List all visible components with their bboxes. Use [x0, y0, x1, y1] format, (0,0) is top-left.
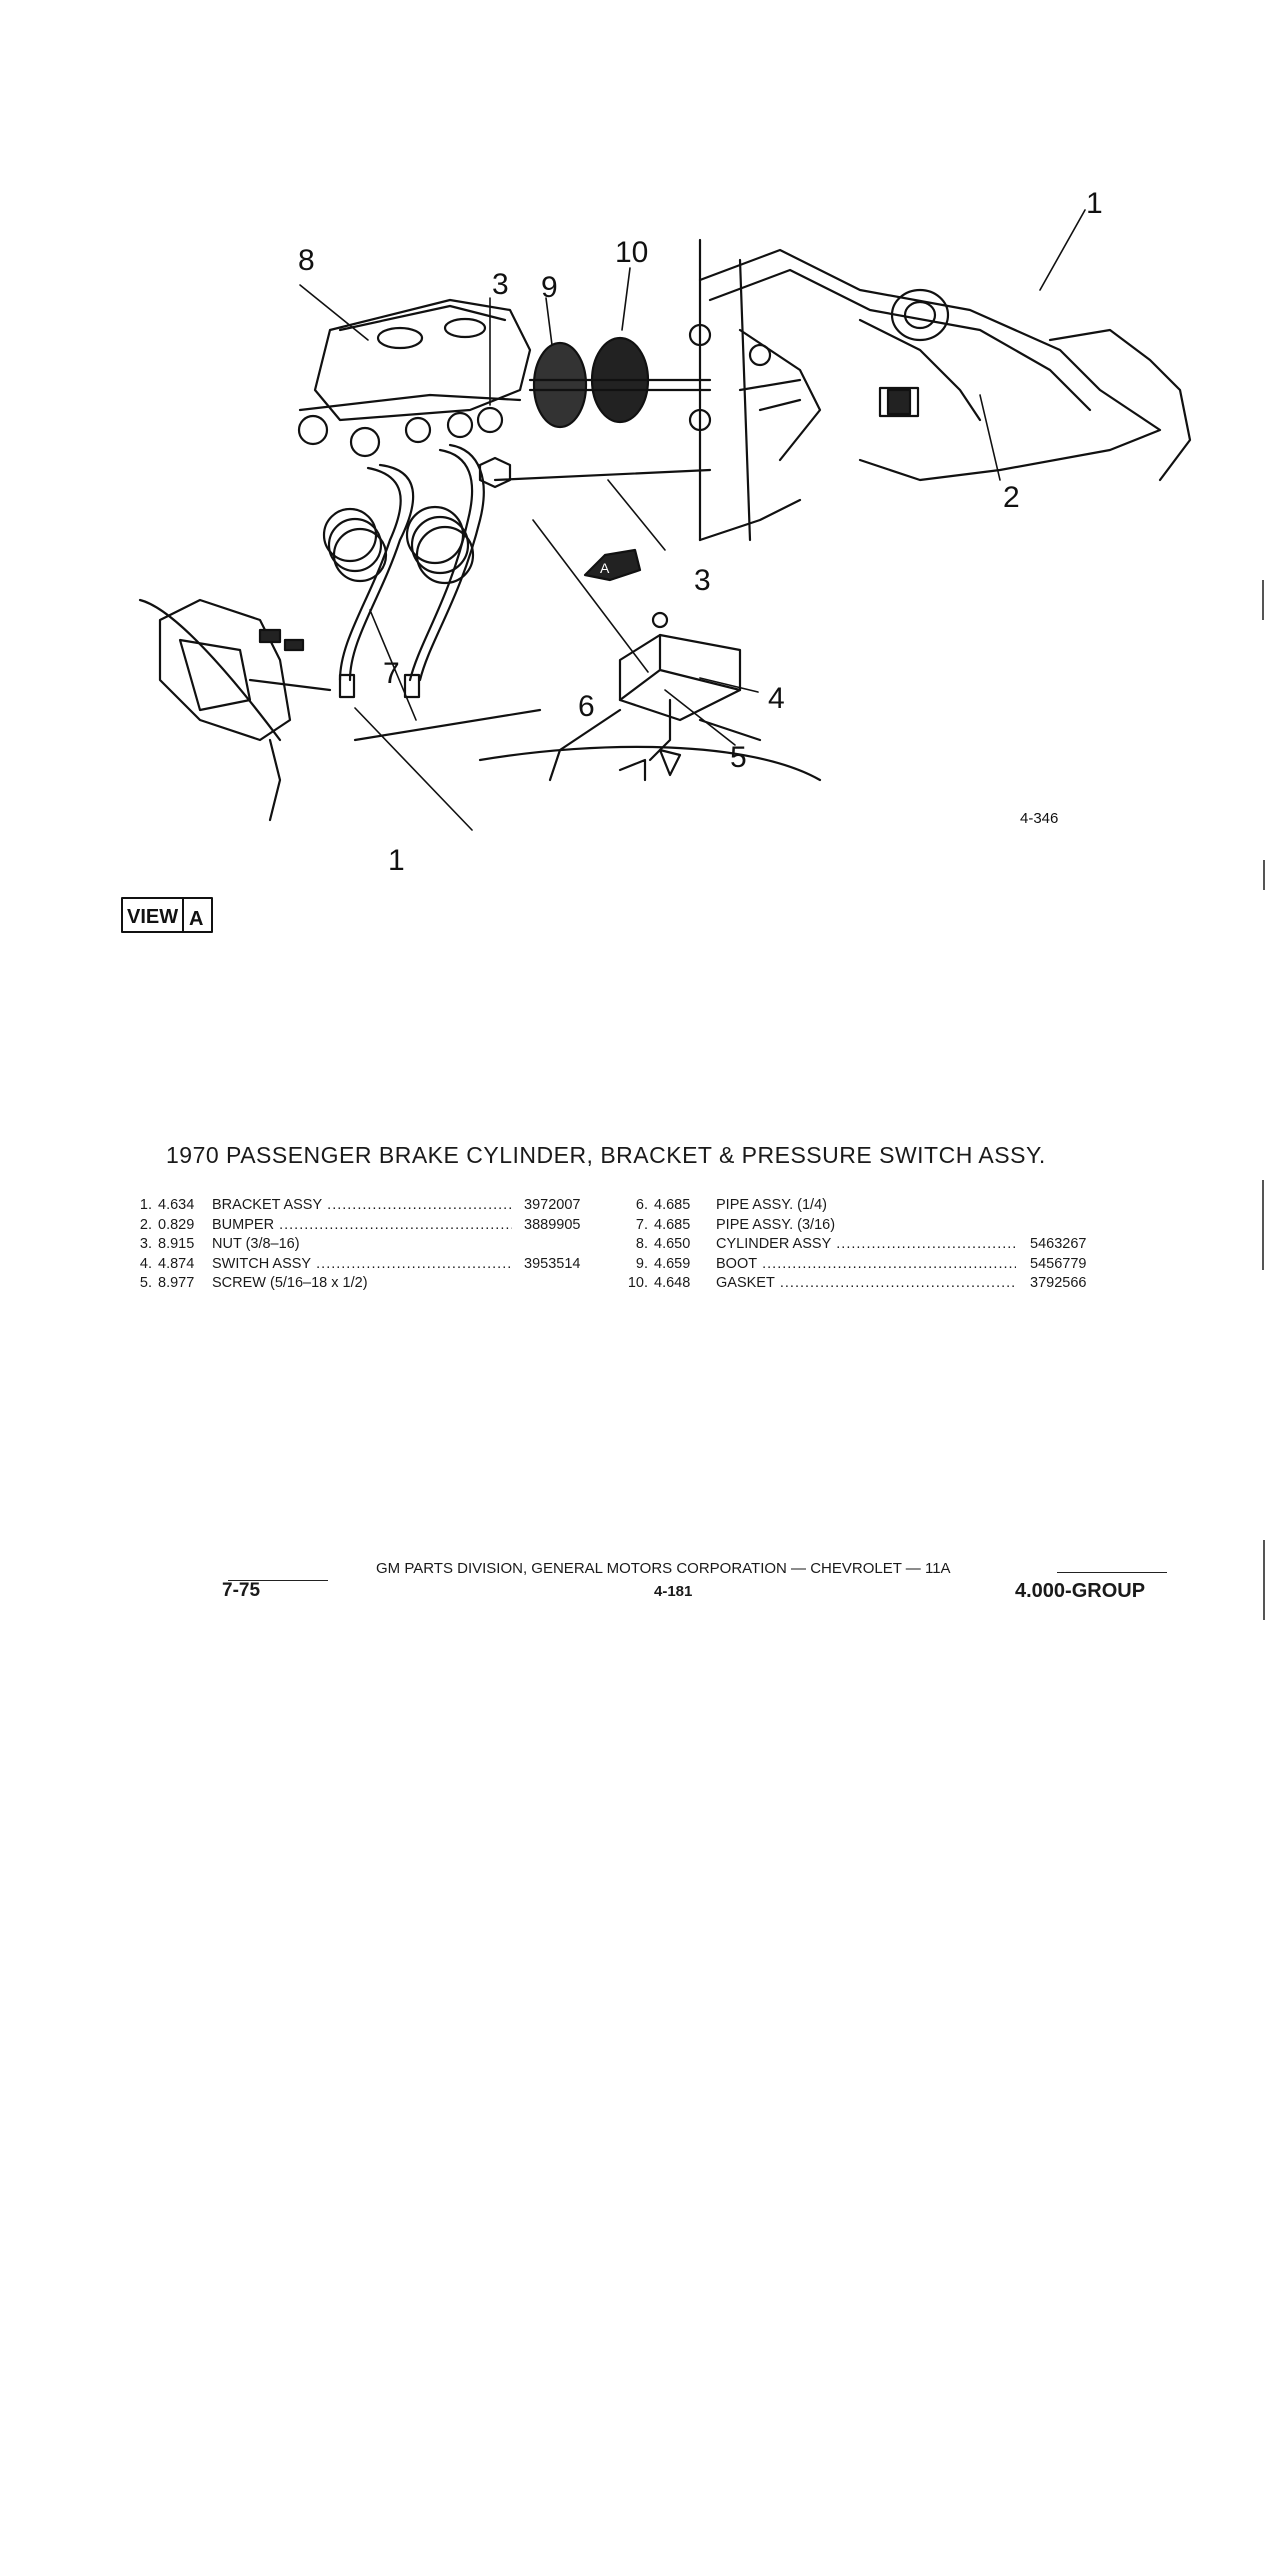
view-a-detail-drawing	[138, 598, 332, 822]
footer-publisher: GM PARTS DIVISION, GENERAL MOTORS CORPOR…	[376, 1560, 951, 1577]
svg-text:VIEW: VIEW	[127, 906, 178, 928]
part-group-code: 8.915	[158, 1236, 195, 1252]
part-row: 9. 4.659 BOOT 5456779	[620, 1255, 1100, 1275]
part-number: 5463267	[1030, 1236, 1087, 1252]
part-group-code: 4.634	[158, 1197, 195, 1213]
part-row: 4. 4.874 SWITCH ASSY 3953514	[122, 1255, 602, 1275]
footer-date-code: 7-75	[222, 1580, 261, 1601]
part-index: 3.	[139, 1236, 152, 1252]
part-name: SCREW (5/16–18 x 1/2)	[212, 1275, 368, 1291]
svg-text:A: A	[189, 908, 203, 930]
callout-4: 4	[768, 682, 785, 715]
part-row: 7. 4.685 PIPE ASSY. (3/16)	[620, 1216, 1100, 1236]
part-name: BOOT	[716, 1255, 1016, 1275]
part-group-code: 8.977	[158, 1275, 195, 1291]
part-name: BRACKET ASSY	[212, 1196, 512, 1216]
scan-edge-mark	[1263, 1540, 1265, 1620]
part-name: GASKET	[716, 1274, 1016, 1294]
nut-drawing	[478, 456, 712, 489]
callout-5: 5	[730, 741, 747, 774]
callout-2: 2	[1003, 481, 1020, 514]
view-a-label: VIEW A	[121, 897, 213, 933]
part-group-code: 0.829	[158, 1216, 195, 1233]
callout-1: 1	[1086, 187, 1103, 220]
part-number: 3953514	[524, 1255, 581, 1272]
part-group-code: 4.659	[654, 1255, 691, 1272]
part-name: SWITCH ASSY	[212, 1255, 512, 1275]
footer-rule-right	[1057, 1572, 1167, 1573]
part-name: BUMPER	[212, 1216, 512, 1236]
callout-6: 6	[578, 690, 595, 723]
part-name: PIPE ASSY. (3/16)	[716, 1216, 836, 1233]
part-index: 7.	[635, 1216, 648, 1233]
part-row: 1. 4.634 BRACKET ASSY 3972007	[122, 1196, 602, 1216]
view-a-arrow: A	[583, 548, 642, 582]
part-row: 3. 8.915 NUT (3/8–16)	[122, 1235, 602, 1255]
part-group-code: 4.685	[654, 1216, 691, 1233]
part-index: 1.	[139, 1197, 152, 1213]
part-group-code: 4.874	[158, 1255, 195, 1272]
part-index: 10.	[627, 1275, 648, 1291]
part-number: 5456779	[1030, 1255, 1087, 1272]
callout-3: 3	[492, 268, 509, 301]
part-number: 3792566	[1030, 1275, 1087, 1291]
callout-3-lower: 3	[694, 564, 711, 597]
cylinder-assy-drawing	[297, 298, 532, 458]
callout-10: 10	[615, 236, 648, 269]
part-index: 6.	[635, 1197, 648, 1213]
part-index: 2.	[139, 1216, 152, 1233]
part-name: NUT (3/8–16)	[212, 1236, 300, 1252]
svg-text:A: A	[600, 560, 610, 576]
scan-edge-mark	[1262, 1180, 1264, 1270]
callout-labels: 1 8 3 9 10 2 3 7 6 4 5 1 4-346	[298, 187, 1103, 877]
callout-7: 7	[383, 657, 400, 690]
callout-9: 9	[541, 271, 558, 304]
brake-cylinder-diagram: A 1 8	[121, 187, 1192, 933]
part-row: 10. 4.648 GASKET 3792566	[620, 1274, 1100, 1294]
scan-edge-mark	[1262, 580, 1264, 620]
footer-group: 4.000-GROUP	[1015, 1580, 1146, 1602]
part-row: 6. 4.685 PIPE ASSY. (1/4)	[620, 1196, 1100, 1216]
part-number: 3972007	[524, 1197, 581, 1213]
boot-and-gasket-drawing	[528, 323, 802, 432]
part-index: 5.	[139, 1275, 152, 1291]
figure-number: 4-346	[1020, 810, 1058, 827]
page-title: 1970 PASSENGER BRAKE CYLINDER, BRACKET &…	[166, 1142, 1046, 1168]
switch-assy-drawing	[478, 611, 822, 782]
pipe-assy-drawing	[322, 443, 542, 742]
callout-8: 8	[298, 244, 315, 277]
part-row: 8. 4.650 CYLINDER ASSY 5463267	[620, 1235, 1100, 1255]
footer-page-number: 4-181	[654, 1583, 693, 1600]
part-name: CYLINDER ASSY	[716, 1235, 1016, 1255]
footer-rule-left	[228, 1580, 328, 1581]
part-index: 9.	[635, 1255, 648, 1272]
part-index: 8.	[635, 1236, 648, 1252]
part-row: 2. 0.829 BUMPER 3889905	[122, 1216, 602, 1236]
callout-1-view-a: 1	[388, 844, 405, 877]
part-group-code: 4.648	[654, 1275, 691, 1291]
bracket-assy-drawing	[698, 238, 1192, 542]
leader-lines	[299, 209, 1086, 831]
part-number: 3889905	[524, 1216, 581, 1233]
scan-edge-mark	[1263, 860, 1265, 890]
part-name: PIPE ASSY. (1/4)	[716, 1197, 827, 1213]
bumper-drawing	[878, 386, 920, 418]
part-index: 4.	[139, 1255, 152, 1272]
part-row: 5. 8.977 SCREW (5/16–18 x 1/2)	[122, 1274, 602, 1294]
part-group-code: 4.685	[654, 1197, 691, 1213]
part-group-code: 4.650	[654, 1236, 691, 1252]
